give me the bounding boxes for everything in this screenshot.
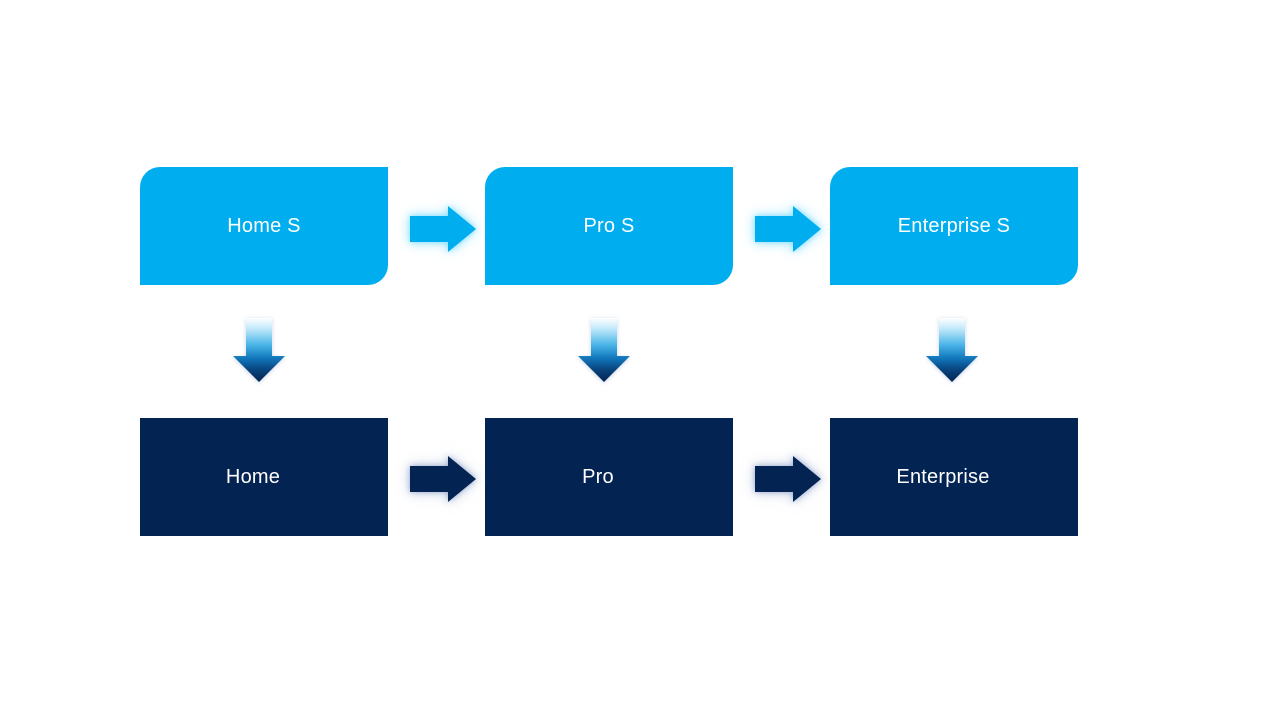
edition-box-home: Home (140, 418, 388, 536)
down-arrow-icon (926, 318, 978, 382)
right-arrow-icon (755, 456, 821, 502)
stage-box-home-s: Home S (140, 167, 388, 285)
stage-box-label: Home S (227, 214, 301, 237)
edition-box-label: Enterprise (896, 465, 990, 488)
edition-box-pro: Pro (485, 418, 733, 536)
edition-box-enterprise: Enterprise (830, 418, 1078, 536)
stage-box-label: Enterprise S (897, 214, 1011, 237)
edition-box-label: Home (225, 465, 281, 488)
stage-box-label: Pro S (583, 214, 635, 237)
right-arrow-icon (410, 206, 476, 252)
stage-box-pro-s: Pro S (485, 167, 733, 285)
stage-box-enterprise-s: Enterprise S (830, 167, 1078, 285)
right-arrow-icon (755, 206, 821, 252)
right-arrow-icon (410, 456, 476, 502)
down-arrow-icon (233, 318, 285, 382)
edition-box-label: Pro (582, 465, 614, 488)
down-arrow-icon (578, 318, 630, 382)
